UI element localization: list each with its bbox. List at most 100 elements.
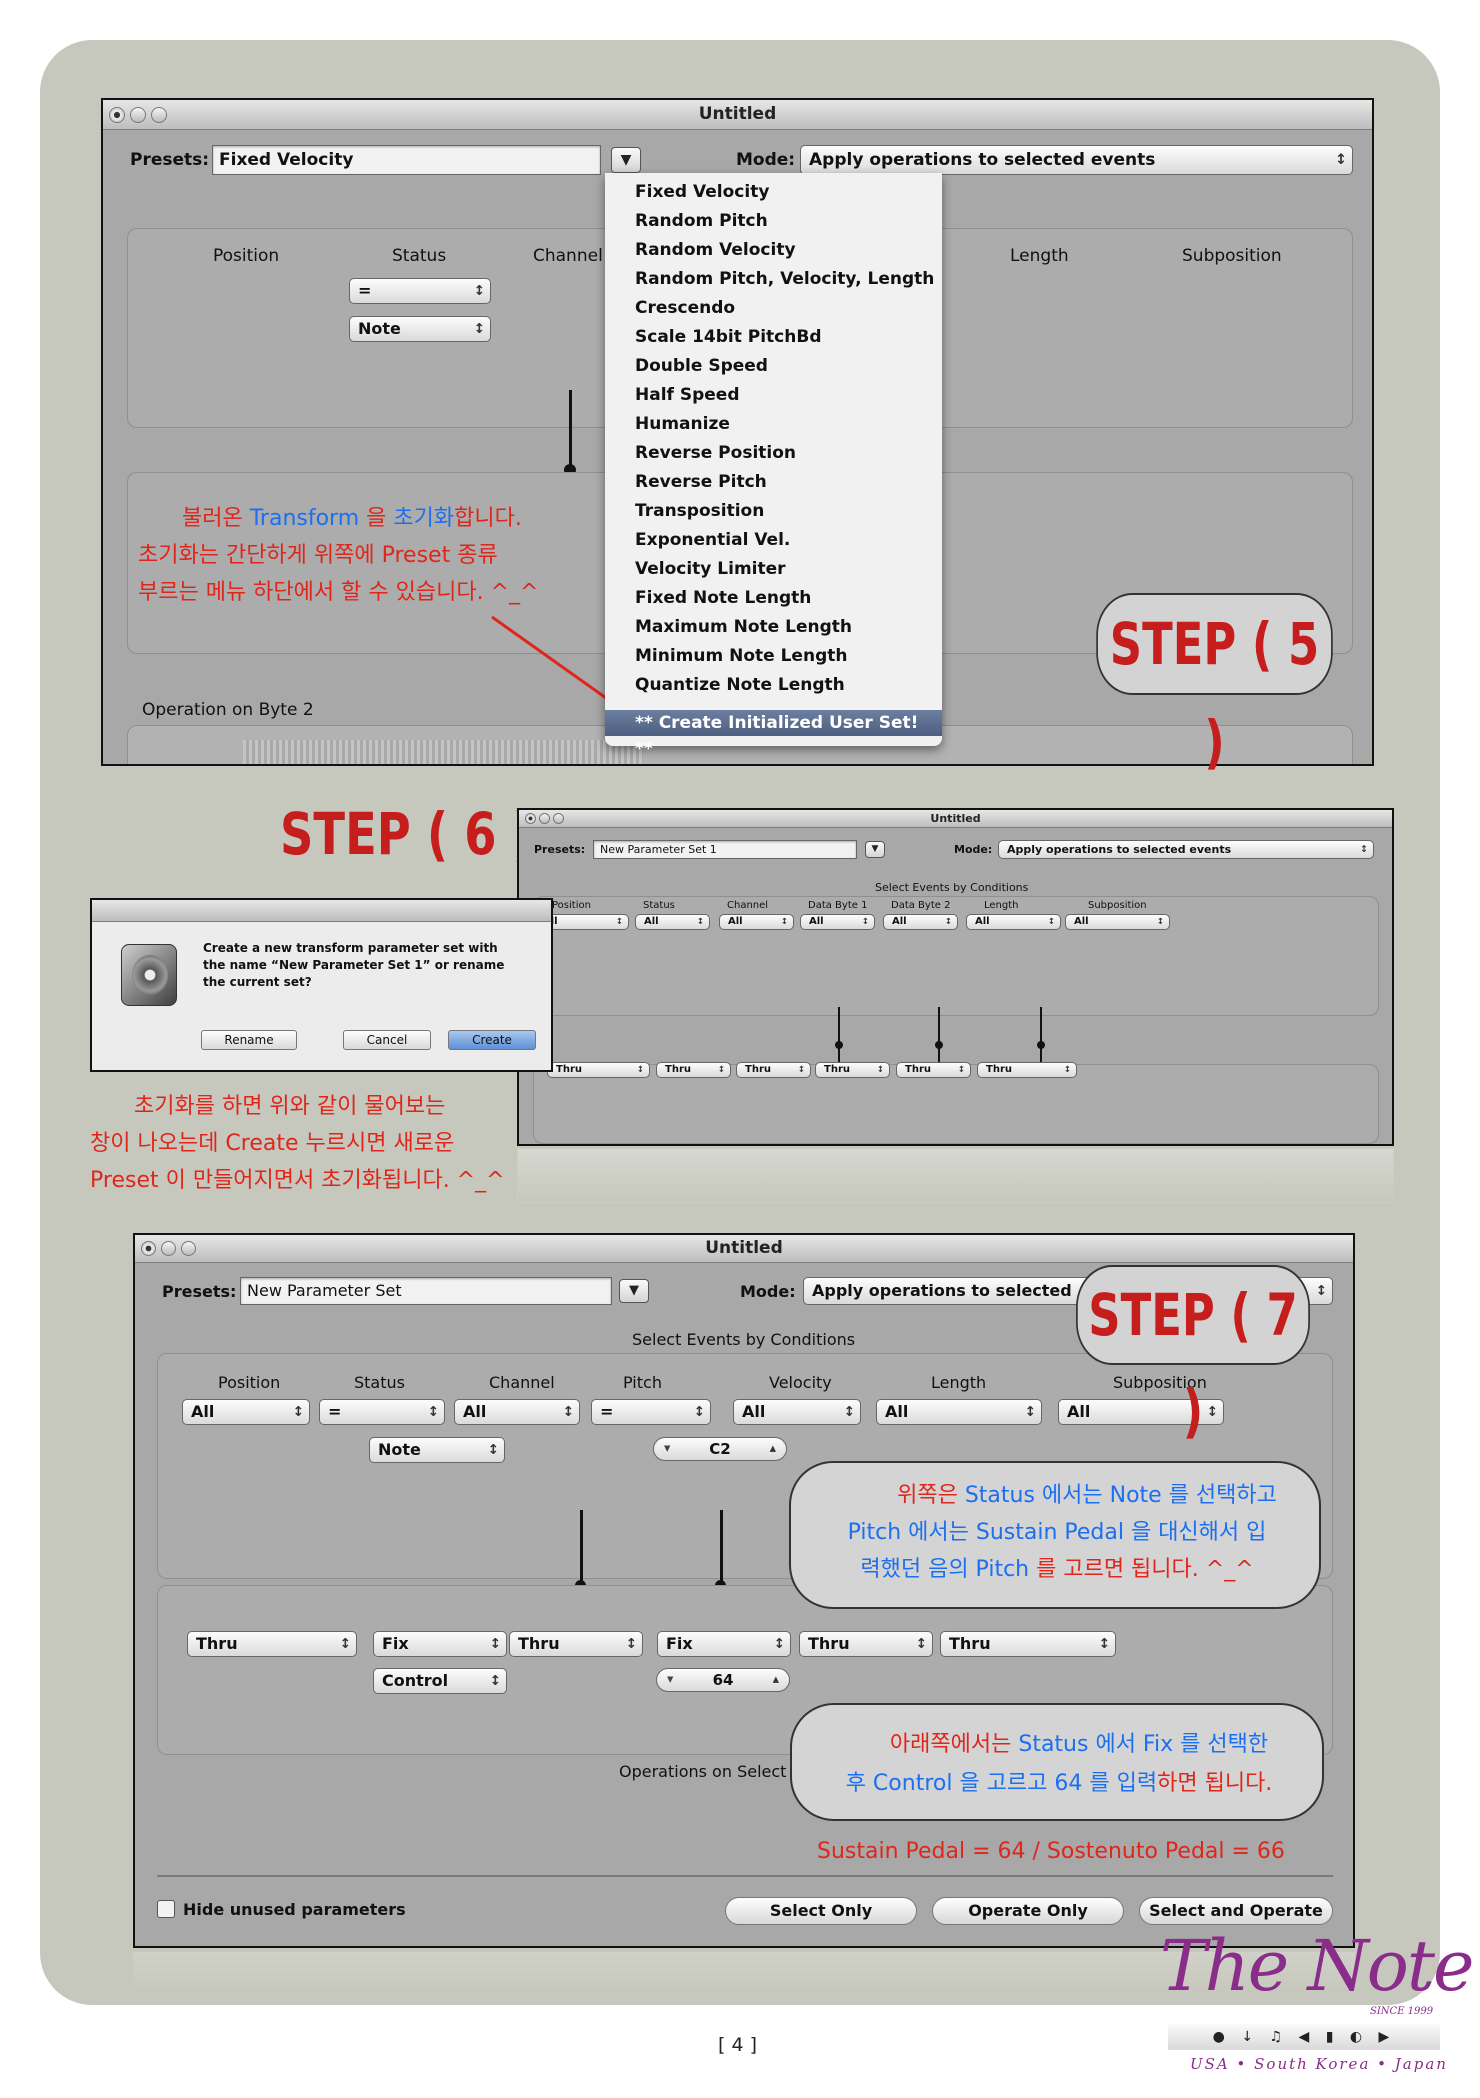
cancel-button[interactable]: Cancel bbox=[343, 1030, 431, 1050]
menu-item[interactable]: Humanize bbox=[635, 414, 730, 434]
menu-item[interactable]: Minimum Note Length bbox=[635, 646, 848, 666]
rename-button[interactable]: Rename bbox=[201, 1030, 297, 1050]
presets-label: Presets: bbox=[130, 150, 210, 170]
condition-select[interactable]: All bbox=[966, 914, 1061, 930]
menu-item[interactable]: Fixed Velocity bbox=[635, 182, 770, 202]
minimize-button[interactable] bbox=[539, 813, 550, 824]
close-button[interactable] bbox=[109, 107, 125, 123]
operation-select[interactable]: Thru bbox=[736, 1062, 811, 1078]
presets-dropdown-button[interactable]: ▼ bbox=[611, 147, 641, 173]
menu-item[interactable]: Crescendo bbox=[635, 298, 736, 318]
minimize-button[interactable] bbox=[130, 107, 146, 123]
presets-dropdown-button[interactable]: ▼ bbox=[865, 841, 885, 858]
value-stepper[interactable]: 64 bbox=[656, 1668, 790, 1692]
menu-item[interactable]: Fixed Note Length bbox=[635, 588, 812, 608]
menu-item[interactable]: Double Speed bbox=[635, 356, 768, 376]
presets-label: Presets: bbox=[534, 843, 586, 856]
operation-select[interactable]: Thru bbox=[815, 1062, 890, 1078]
condition-select[interactable]: All bbox=[800, 914, 875, 930]
step5-badge: STEP ( 5 ) bbox=[1096, 593, 1333, 776]
operation-select[interactable]: Thru bbox=[896, 1062, 971, 1078]
menu-item[interactable]: Reverse Position bbox=[635, 443, 797, 463]
condition-select[interactable]: All bbox=[719, 914, 794, 930]
col-channel: Channel bbox=[533, 246, 603, 266]
step5-note: 불러온 Transform 을 초기화합니다. 초기화는 간단하게 위쪽에 Pr… bbox=[138, 506, 539, 605]
condition-select[interactable]: All bbox=[733, 1399, 861, 1425]
operation-select[interactable]: Fix bbox=[657, 1631, 791, 1657]
status-condition-select[interactable]: = bbox=[349, 278, 491, 304]
connector-line bbox=[1040, 1007, 1042, 1062]
col-label: Channel bbox=[727, 900, 769, 911]
menu-item[interactable]: Half Speed bbox=[635, 385, 740, 405]
select-only-button[interactable]: Select Only bbox=[725, 1897, 917, 1925]
zoom-button[interactable] bbox=[151, 107, 167, 123]
condition-select[interactable]: All bbox=[182, 1399, 310, 1425]
mode-label: Mode: bbox=[736, 150, 796, 170]
minimize-button[interactable] bbox=[161, 1241, 176, 1256]
menu-item[interactable]: Random Pitch bbox=[635, 211, 768, 231]
since-label: SINCE 1999 bbox=[1370, 2006, 1434, 2017]
operation-select[interactable]: Thru bbox=[977, 1062, 1077, 1078]
condition-select[interactable]: All bbox=[1058, 1399, 1224, 1425]
col-label: Velocity bbox=[769, 1373, 832, 1392]
window-title: Untitled bbox=[698, 104, 777, 124]
chevron-down-icon: ▼ bbox=[871, 844, 879, 854]
presets-dropdown-button[interactable]: ▼ bbox=[619, 1279, 649, 1303]
status-note-select[interactable]: Note bbox=[369, 1437, 505, 1463]
zoom-button[interactable] bbox=[553, 813, 564, 824]
status-note-select[interactable]: Note bbox=[349, 316, 491, 342]
menu-item[interactable]: Velocity Limiter bbox=[635, 559, 786, 579]
step6-note: 초기화를 하면 위와 같이 물어보는 창이 나오는데 Create 누르시면 새… bbox=[90, 1094, 505, 1193]
presets-field[interactable]: New Parameter Set bbox=[240, 1277, 612, 1305]
status-control-select[interactable]: Control bbox=[373, 1668, 507, 1694]
connector-dot bbox=[1037, 1041, 1045, 1049]
mode-select[interactable]: Apply operations to selected events bbox=[800, 145, 1353, 175]
step6-label: STEP ( 6 ) bbox=[280, 800, 534, 868]
hide-unused-checkbox[interactable] bbox=[157, 1900, 175, 1918]
divider bbox=[157, 1875, 1333, 1877]
step7-bubble-operations: 아래쪽에서는 Status 에서 Fix 를 선택한 후 Control 을 고… bbox=[790, 1703, 1324, 1821]
close-button[interactable] bbox=[525, 813, 536, 824]
menu-item[interactable]: Maximum Note Length bbox=[635, 617, 852, 637]
menu-item[interactable]: Scale 14bit PitchBd bbox=[635, 327, 822, 347]
menu-item[interactable]: Random Pitch, Velocity, Length bbox=[635, 269, 935, 289]
menu-item-create-initialized[interactable]: ** Create Initialized User Set! ** bbox=[605, 710, 942, 759]
condition-select[interactable]: All bbox=[883, 914, 958, 930]
operation-select[interactable]: Thru bbox=[187, 1631, 357, 1657]
close-button[interactable] bbox=[141, 1241, 156, 1256]
operation-select[interactable]: Fix bbox=[373, 1631, 507, 1657]
connector-line bbox=[720, 1510, 723, 1592]
menu-item[interactable]: Reverse Pitch bbox=[635, 472, 767, 492]
condition-select[interactable]: All bbox=[876, 1399, 1042, 1425]
col-label: Subposition bbox=[1113, 1373, 1207, 1392]
operate-only-button[interactable]: Operate Only bbox=[932, 1897, 1124, 1925]
zoom-button[interactable] bbox=[181, 1241, 196, 1256]
condition-select[interactable]: = bbox=[591, 1399, 711, 1425]
operation-select[interactable]: Thru bbox=[656, 1062, 731, 1078]
window-reflection bbox=[517, 1148, 1394, 1203]
create-button[interactable]: Create bbox=[448, 1030, 536, 1050]
mode-label: Mode: bbox=[954, 843, 993, 856]
menu-item[interactable]: Exponential Vel. bbox=[635, 530, 791, 550]
condition-select[interactable]: All bbox=[635, 914, 710, 930]
menu-item[interactable]: Quantize Note Length bbox=[635, 675, 845, 695]
hide-unused-label: Hide unused parameters bbox=[183, 1900, 406, 1919]
operation-select[interactable]: Thru bbox=[547, 1062, 650, 1078]
condition-select[interactable]: = bbox=[319, 1399, 445, 1425]
pitch-value-stepper[interactable]: C2 bbox=[653, 1437, 787, 1461]
menu-item[interactable]: Transposition bbox=[635, 501, 765, 521]
operation-select[interactable]: Thru bbox=[509, 1631, 643, 1657]
operation-select[interactable]: Thru bbox=[799, 1631, 933, 1657]
page-number: [ 4 ] bbox=[718, 2034, 757, 2056]
condition-select[interactable]: All bbox=[1065, 914, 1170, 930]
menu-item[interactable]: Random Velocity bbox=[635, 240, 796, 260]
window-reflection bbox=[133, 1952, 1355, 1992]
condition-select[interactable]: All bbox=[454, 1399, 580, 1425]
connector-line bbox=[938, 1007, 940, 1062]
presets-field[interactable]: New Parameter Set 1 bbox=[593, 840, 857, 859]
operation-select[interactable]: Thru bbox=[940, 1631, 1116, 1657]
the-note-logo: The Note bbox=[1160, 1925, 1474, 2007]
mode-select[interactable]: Apply operations to selected events bbox=[998, 840, 1374, 859]
select-and-operate-button[interactable]: Select and Operate bbox=[1139, 1897, 1333, 1925]
presets-field[interactable]: Fixed Velocity bbox=[212, 145, 601, 175]
